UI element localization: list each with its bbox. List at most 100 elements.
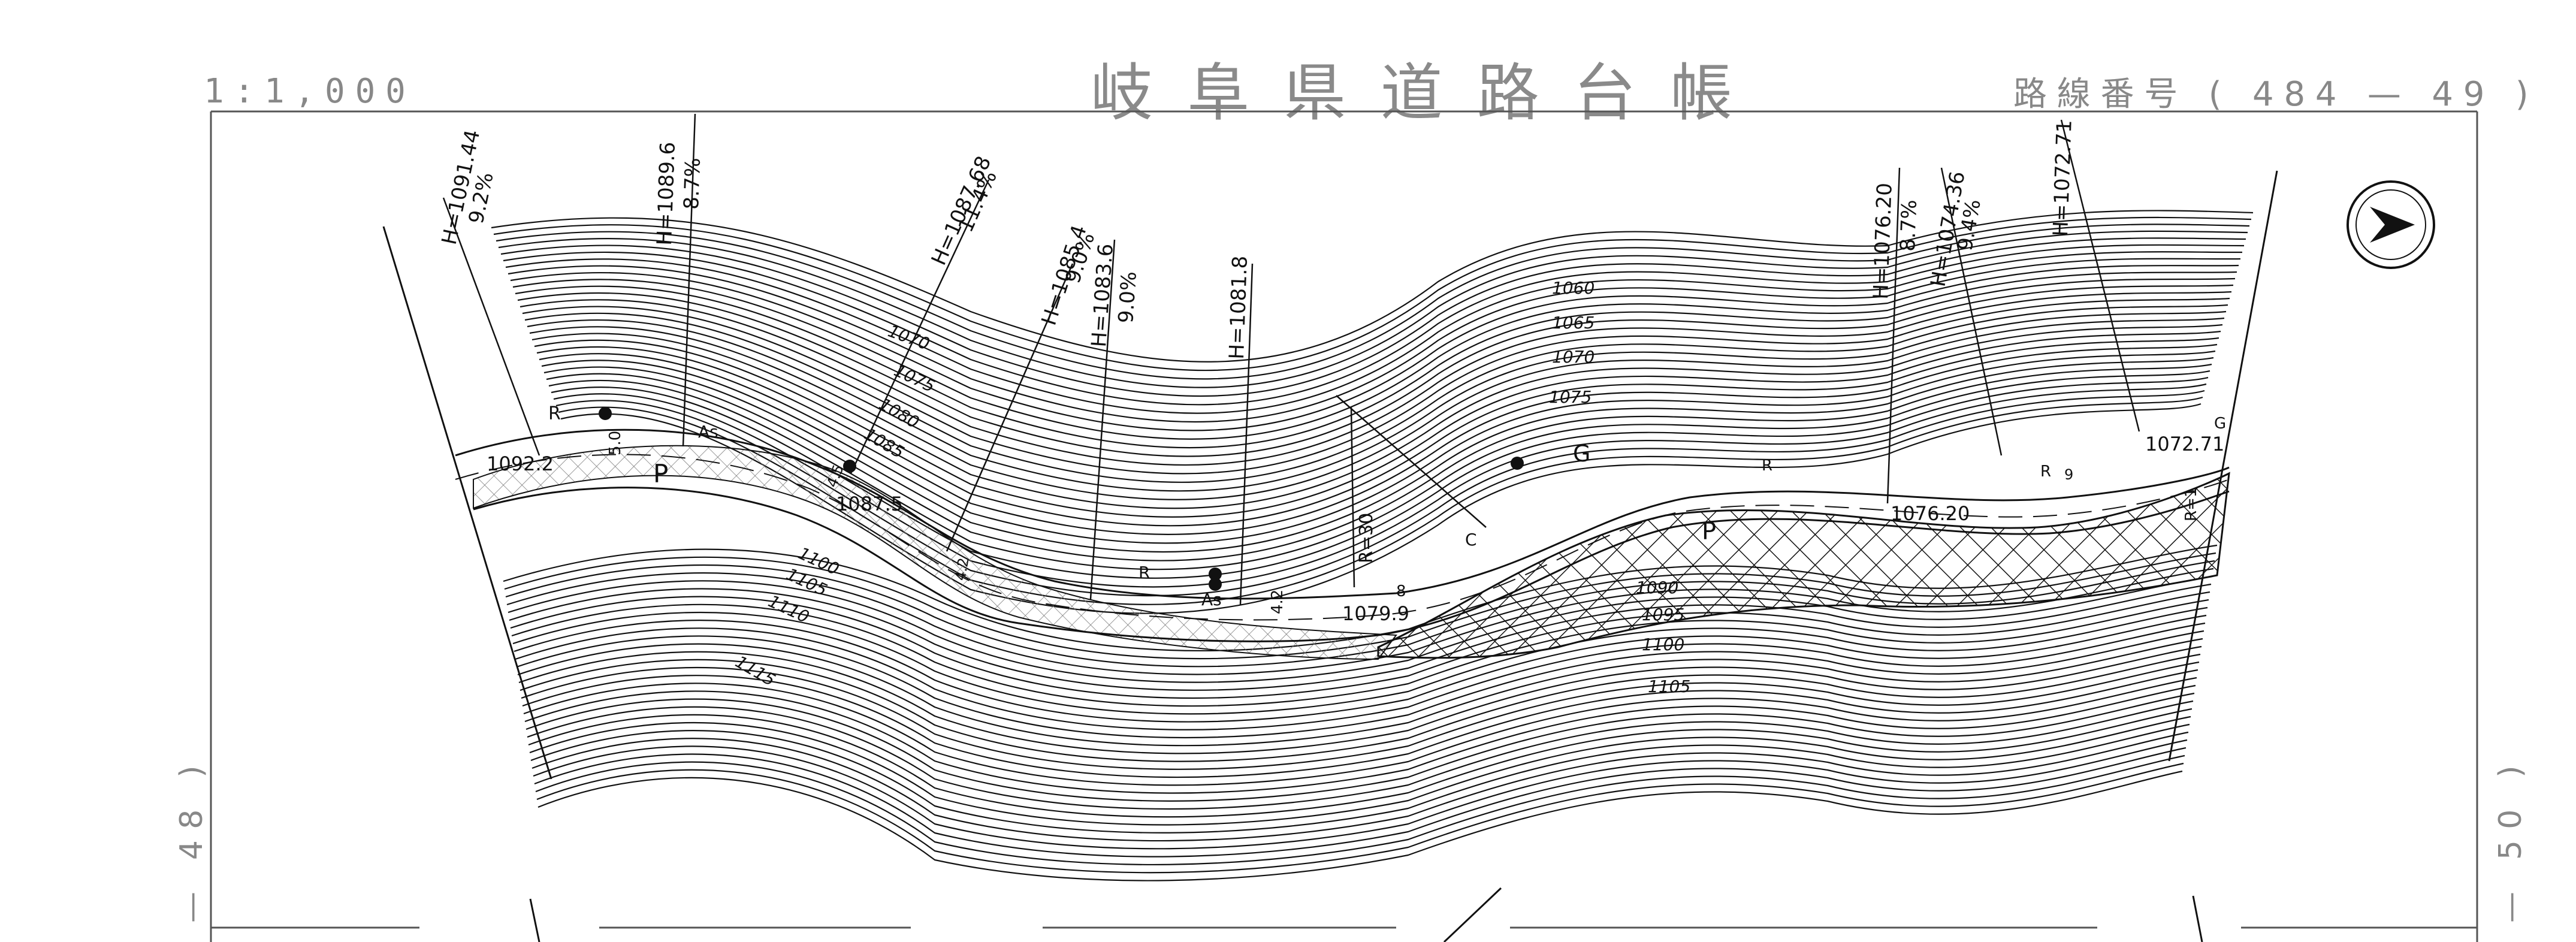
contour-label: 1075 (1549, 387, 1591, 407)
contour-label: 1070 (1552, 347, 1594, 367)
contour-line (512, 271, 2237, 440)
contour-line (534, 747, 2187, 858)
contour-line (527, 700, 2194, 810)
contour-line (518, 645, 2202, 754)
contour-line (523, 677, 2197, 786)
contour-line (515, 622, 2206, 730)
contour-line (522, 669, 2198, 778)
contour-line (526, 692, 2195, 802)
grade-slope: 9.0% (1114, 271, 1141, 324)
contour-line (498, 230, 2248, 388)
contour-label: 1110 (765, 591, 813, 627)
contour-line (516, 630, 2204, 739)
grade-label: H=1072.71 (2049, 119, 2077, 237)
contour-line (491, 210, 2254, 363)
contour-line (534, 330, 2221, 518)
contour-line (531, 731, 2189, 842)
elevation-label: 1076.20 (1891, 502, 1970, 525)
grade-label: H=1076.20 (1869, 182, 1897, 300)
road-symbol: R (2040, 463, 2051, 481)
contour-line (509, 583, 2212, 691)
contour-line (531, 324, 2223, 509)
contour-line (543, 357, 2214, 553)
contour-line (536, 762, 2184, 874)
contour-line (536, 337, 2219, 527)
point-markers (599, 407, 1524, 591)
contour-lines (491, 210, 2254, 881)
contour-line (503, 244, 2245, 406)
road-symbol: C (1465, 530, 1477, 550)
road-symbol: 5.0 (606, 431, 624, 455)
contour-line (537, 770, 2183, 881)
road-symbol: P (1702, 518, 1716, 545)
grade-slope: 8.7% (1896, 200, 1922, 252)
grade-labels: H=1091.44 9.2% H=1089.6 8.7% H=1087.68 1… (437, 119, 2077, 360)
contour-line (548, 370, 2210, 570)
route-number: 路線番号 ( 484 — 49 ) (2013, 75, 2539, 114)
contour-label: 1060 (1552, 278, 1594, 298)
road-symbol: R=1 (2182, 488, 2200, 521)
contour-line (510, 591, 2210, 699)
contour-line (528, 708, 2193, 818)
road-symbol: R (1762, 457, 1772, 475)
road-symbol: P (653, 459, 668, 488)
road-symbol: G (2214, 415, 2226, 433)
road-symbol: 8 (1396, 582, 1406, 600)
road-symbol: 4.2 (1269, 590, 1287, 614)
contour-line (508, 258, 2241, 423)
contour-label: 1095 (1642, 605, 1684, 624)
paved-area-west (473, 445, 1397, 660)
road-symbol: As (1201, 590, 1222, 609)
contour-line (533, 739, 2188, 850)
scale-label: 1:1,000 (204, 72, 416, 111)
contour-line (496, 224, 2250, 380)
contour-line (505, 251, 2243, 414)
contour-line (517, 638, 2203, 747)
contour-line (529, 715, 2191, 826)
grade-slope: 8.7% (680, 158, 705, 210)
contour-line (529, 317, 2225, 500)
road-symbol: 4.2 (952, 557, 972, 582)
contour-line (508, 575, 2213, 683)
elevation-label: 1092.2 (487, 452, 554, 475)
contour-label: 1065 (1552, 313, 1594, 333)
contour-line (527, 310, 2227, 492)
contour-line (515, 277, 2236, 449)
elevation-labels: 1092.2 1087.5 1079.9 1076.20 1072.71 (487, 433, 2224, 625)
contour-line (500, 237, 2246, 397)
grade-label: H=1081.8 (1225, 255, 1252, 360)
contour-line (520, 291, 2232, 466)
contour-line (521, 661, 2200, 770)
contour-line (546, 363, 2212, 561)
contour-line (524, 304, 2228, 483)
road-symbol: 9 (2064, 466, 2073, 483)
road-symbol: G (1573, 440, 1590, 467)
road-symbol: R (548, 403, 561, 424)
grade-leader-lines (442, 113, 2140, 606)
contour-line (524, 684, 2196, 794)
contour-line (511, 599, 2209, 707)
grade-label: H=1089.6 (653, 141, 680, 246)
contour-line (510, 264, 2239, 431)
elevation-label: 1072.71 (2145, 433, 2224, 455)
contour-line (535, 754, 2185, 865)
elevation-label: 1079.9 (1342, 602, 1409, 625)
contour-line (514, 614, 2207, 723)
sheet-title: 岐阜県道路台帳 (1091, 56, 1767, 129)
contour-label: 1105 (1648, 677, 1690, 696)
contour-line (539, 343, 2218, 535)
contour-line (512, 606, 2208, 715)
contour-line (551, 376, 2209, 579)
contour-line (522, 297, 2230, 475)
contour-line (493, 216, 2252, 372)
road-symbol: R=30 (1356, 513, 1377, 563)
section-boundaries (382, 170, 2278, 942)
road-symbol: As (698, 422, 718, 442)
road-edges (455, 428, 2230, 642)
contour-line (541, 350, 2216, 544)
elevation-label: 1087.5 (836, 493, 903, 515)
contour-line (517, 284, 2234, 457)
contour-line (530, 723, 2190, 834)
contour-label: 1100 (1642, 635, 1684, 654)
